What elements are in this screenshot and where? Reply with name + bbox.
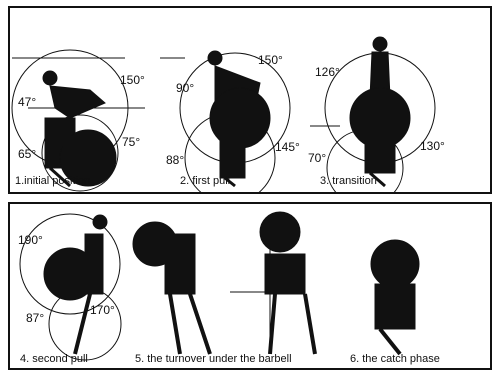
angle-label: 90° bbox=[176, 82, 194, 94]
angle-label: 88° bbox=[166, 154, 184, 166]
angle-label: 47° bbox=[18, 96, 36, 108]
angle-label: 150° bbox=[258, 54, 283, 66]
phase-caption-4: 4. second pull bbox=[20, 354, 88, 365]
angle-label: 130° bbox=[420, 140, 445, 152]
phase-caption-2: 2. first pull bbox=[180, 176, 230, 187]
phase-caption-5: 5. the turnover under the barbell bbox=[135, 354, 292, 365]
bottom-panel: 190° 87° 170° 4. second pull 5. the turn… bbox=[8, 202, 492, 370]
lifter-figure-2 bbox=[208, 51, 270, 186]
angle-label: 126° bbox=[315, 66, 340, 78]
phase-caption-6: 6. the catch phase bbox=[350, 354, 440, 365]
lifter-figure-1 bbox=[43, 71, 116, 186]
angle-label: 145° bbox=[275, 141, 300, 153]
angle-label: 150° bbox=[120, 74, 145, 86]
angle-label: 170° bbox=[90, 304, 115, 316]
bottom-panel-figures bbox=[10, 204, 490, 368]
phase-caption-1: 1.initial position bbox=[15, 176, 90, 187]
top-panel: 150° 47° 75° 65° 1.initial position 150°… bbox=[8, 6, 492, 194]
angle-label: 70° bbox=[308, 152, 326, 164]
lifter-figure-6 bbox=[260, 212, 315, 354]
angle-label: 75° bbox=[122, 136, 140, 148]
angle-label: 190° bbox=[18, 234, 43, 246]
lifter-figure-5 bbox=[133, 222, 210, 354]
angle-label: 87° bbox=[26, 312, 44, 324]
lifter-figure-3 bbox=[350, 37, 410, 186]
lifter-figure-4 bbox=[44, 215, 107, 354]
phase-caption-3: 3. transition bbox=[320, 176, 377, 187]
lifter-figure-7 bbox=[371, 240, 419, 354]
top-panel-figures bbox=[10, 8, 490, 192]
angle-label: 65° bbox=[18, 148, 36, 160]
